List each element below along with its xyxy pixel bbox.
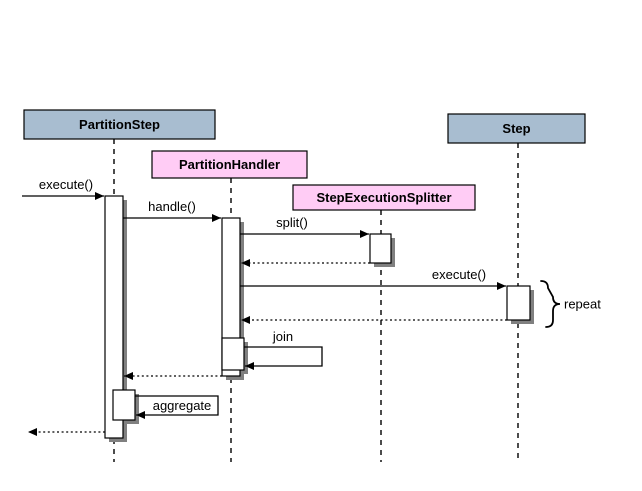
lifeline-box-step[interactable]	[447, 113, 586, 144]
self-call-label-self-aggregate: aggregate	[153, 398, 212, 413]
self-call-label-self-join: join	[272, 329, 293, 344]
message-label-msg-split: split()	[276, 215, 308, 230]
message-label-msg-execute-step: execute()	[432, 267, 486, 282]
annotation-layer: repeat	[540, 280, 601, 328]
lifeline-header-partition-handler[interactable]: PartitionHandler	[151, 150, 308, 179]
brace-repeat-brace	[540, 280, 561, 328]
activation-bar-act-partition-handler	[221, 217, 241, 377]
lifeline-box-partition-handler[interactable]	[151, 150, 308, 179]
self-call-layer	[135, 346, 323, 419]
annotation-label-repeat-brace: repeat	[564, 296, 601, 311]
activation-layer	[104, 195, 531, 439]
message-layer	[22, 192, 507, 436]
activation-bar-act-join	[221, 337, 245, 371]
lifeline-label-partition-step: PartitionStep	[79, 117, 160, 132]
activation-bar-act-aggregate	[112, 389, 136, 421]
message-label-msg-handle: handle()	[148, 199, 196, 214]
lifeline-box-step-execution-splitter[interactable]	[292, 184, 476, 211]
lifeline-header-partition-step[interactable]: PartitionStep	[23, 109, 216, 140]
lifeline-label-step: Step	[502, 121, 530, 136]
lifeline-box-partition-step[interactable]	[23, 109, 216, 140]
message-label-msg-execute-entry: execute()	[39, 177, 93, 192]
message-label-layer: execute() handle() split() execute() join agg…	[39, 177, 486, 413]
lifeline-header-step[interactable]: Step	[447, 113, 586, 144]
activation-bar-act-partition-step	[104, 195, 124, 439]
lifeline-label-step-execution-splitter: StepExecutionSplitter	[316, 190, 451, 205]
self-call-self-join	[244, 346, 323, 370]
activation-bar-act-step	[506, 285, 531, 321]
lifeline-header-layer: PartitionStepPartitionHandlerStepExecuti…	[23, 109, 586, 211]
lifeline-label-partition-handler: PartitionHandler	[179, 157, 280, 172]
self-call-self-aggregate	[135, 395, 219, 419]
activation-bar-act-splitter	[369, 233, 392, 264]
lifeline-header-step-execution-splitter[interactable]: StepExecutionSplitter	[292, 184, 476, 211]
